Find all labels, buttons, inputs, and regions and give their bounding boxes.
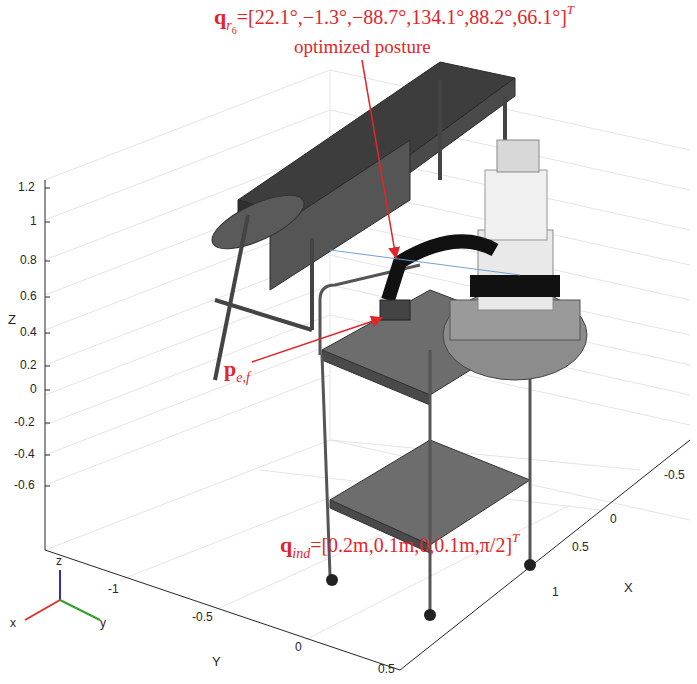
tick-label: 0.6 — [20, 289, 37, 303]
tick-label: -0.5 — [192, 610, 213, 624]
position-label: pe,f — [224, 356, 250, 386]
mini-axis-name: x — [10, 616, 16, 630]
subscript: e,f — [236, 370, 250, 385]
annotation: optimized posture — [294, 36, 431, 58]
annotation-text: optimized posture — [294, 36, 431, 57]
tick-label: -0.5 — [664, 468, 685, 482]
subscript: ind — [292, 546, 310, 561]
axis-name: X — [624, 580, 633, 595]
index-vector: qind=[0.2m,0.1m,0,0.1m,π/2]T — [280, 530, 519, 562]
joint-values: =[22.1°,−1.3°,−88.7°,134.1°,88.2°,66.1°] — [237, 6, 567, 28]
mini-axis-name: y — [100, 616, 106, 630]
axis-name: Y — [212, 654, 221, 669]
tick-label: -1 — [108, 582, 119, 596]
subscript: r — [226, 18, 231, 33]
tick-label: 1 — [30, 214, 37, 228]
vector-symbol: q — [214, 4, 226, 29]
index-values: =[0.2m,0.1m,0,0.1m,π/2] — [310, 534, 512, 556]
tick-label: -0.6 — [14, 478, 35, 492]
mini-axis-name: z — [56, 554, 62, 568]
tick-label: 1.2 — [18, 180, 35, 194]
superscript: T — [512, 530, 519, 545]
vector-symbol: q — [280, 532, 292, 557]
vector-symbol: p — [224, 356, 236, 381]
joint-vector: qr6=[22.1°,−1.3°,−88.7°,134.1°,88.2°,66.… — [214, 2, 574, 36]
tick-label: 1 — [552, 585, 559, 599]
tick-label: 0 — [30, 382, 37, 396]
tick-label: -0.4 — [14, 447, 35, 461]
tick-label: -0.2 — [14, 415, 35, 429]
tick-label: 0.8 — [20, 253, 37, 267]
superscript: T — [567, 2, 574, 17]
subscript: 6 — [232, 25, 237, 36]
tick-label: 0.4 — [20, 325, 37, 339]
tick-label: 0.5 — [572, 540, 589, 554]
tick-label: 0 — [610, 512, 617, 526]
tick-label: 0.5 — [378, 662, 395, 676]
tick-label: 0.2 — [20, 358, 37, 372]
axis-name: Z — [8, 312, 16, 327]
tick-label: 0 — [295, 640, 302, 654]
